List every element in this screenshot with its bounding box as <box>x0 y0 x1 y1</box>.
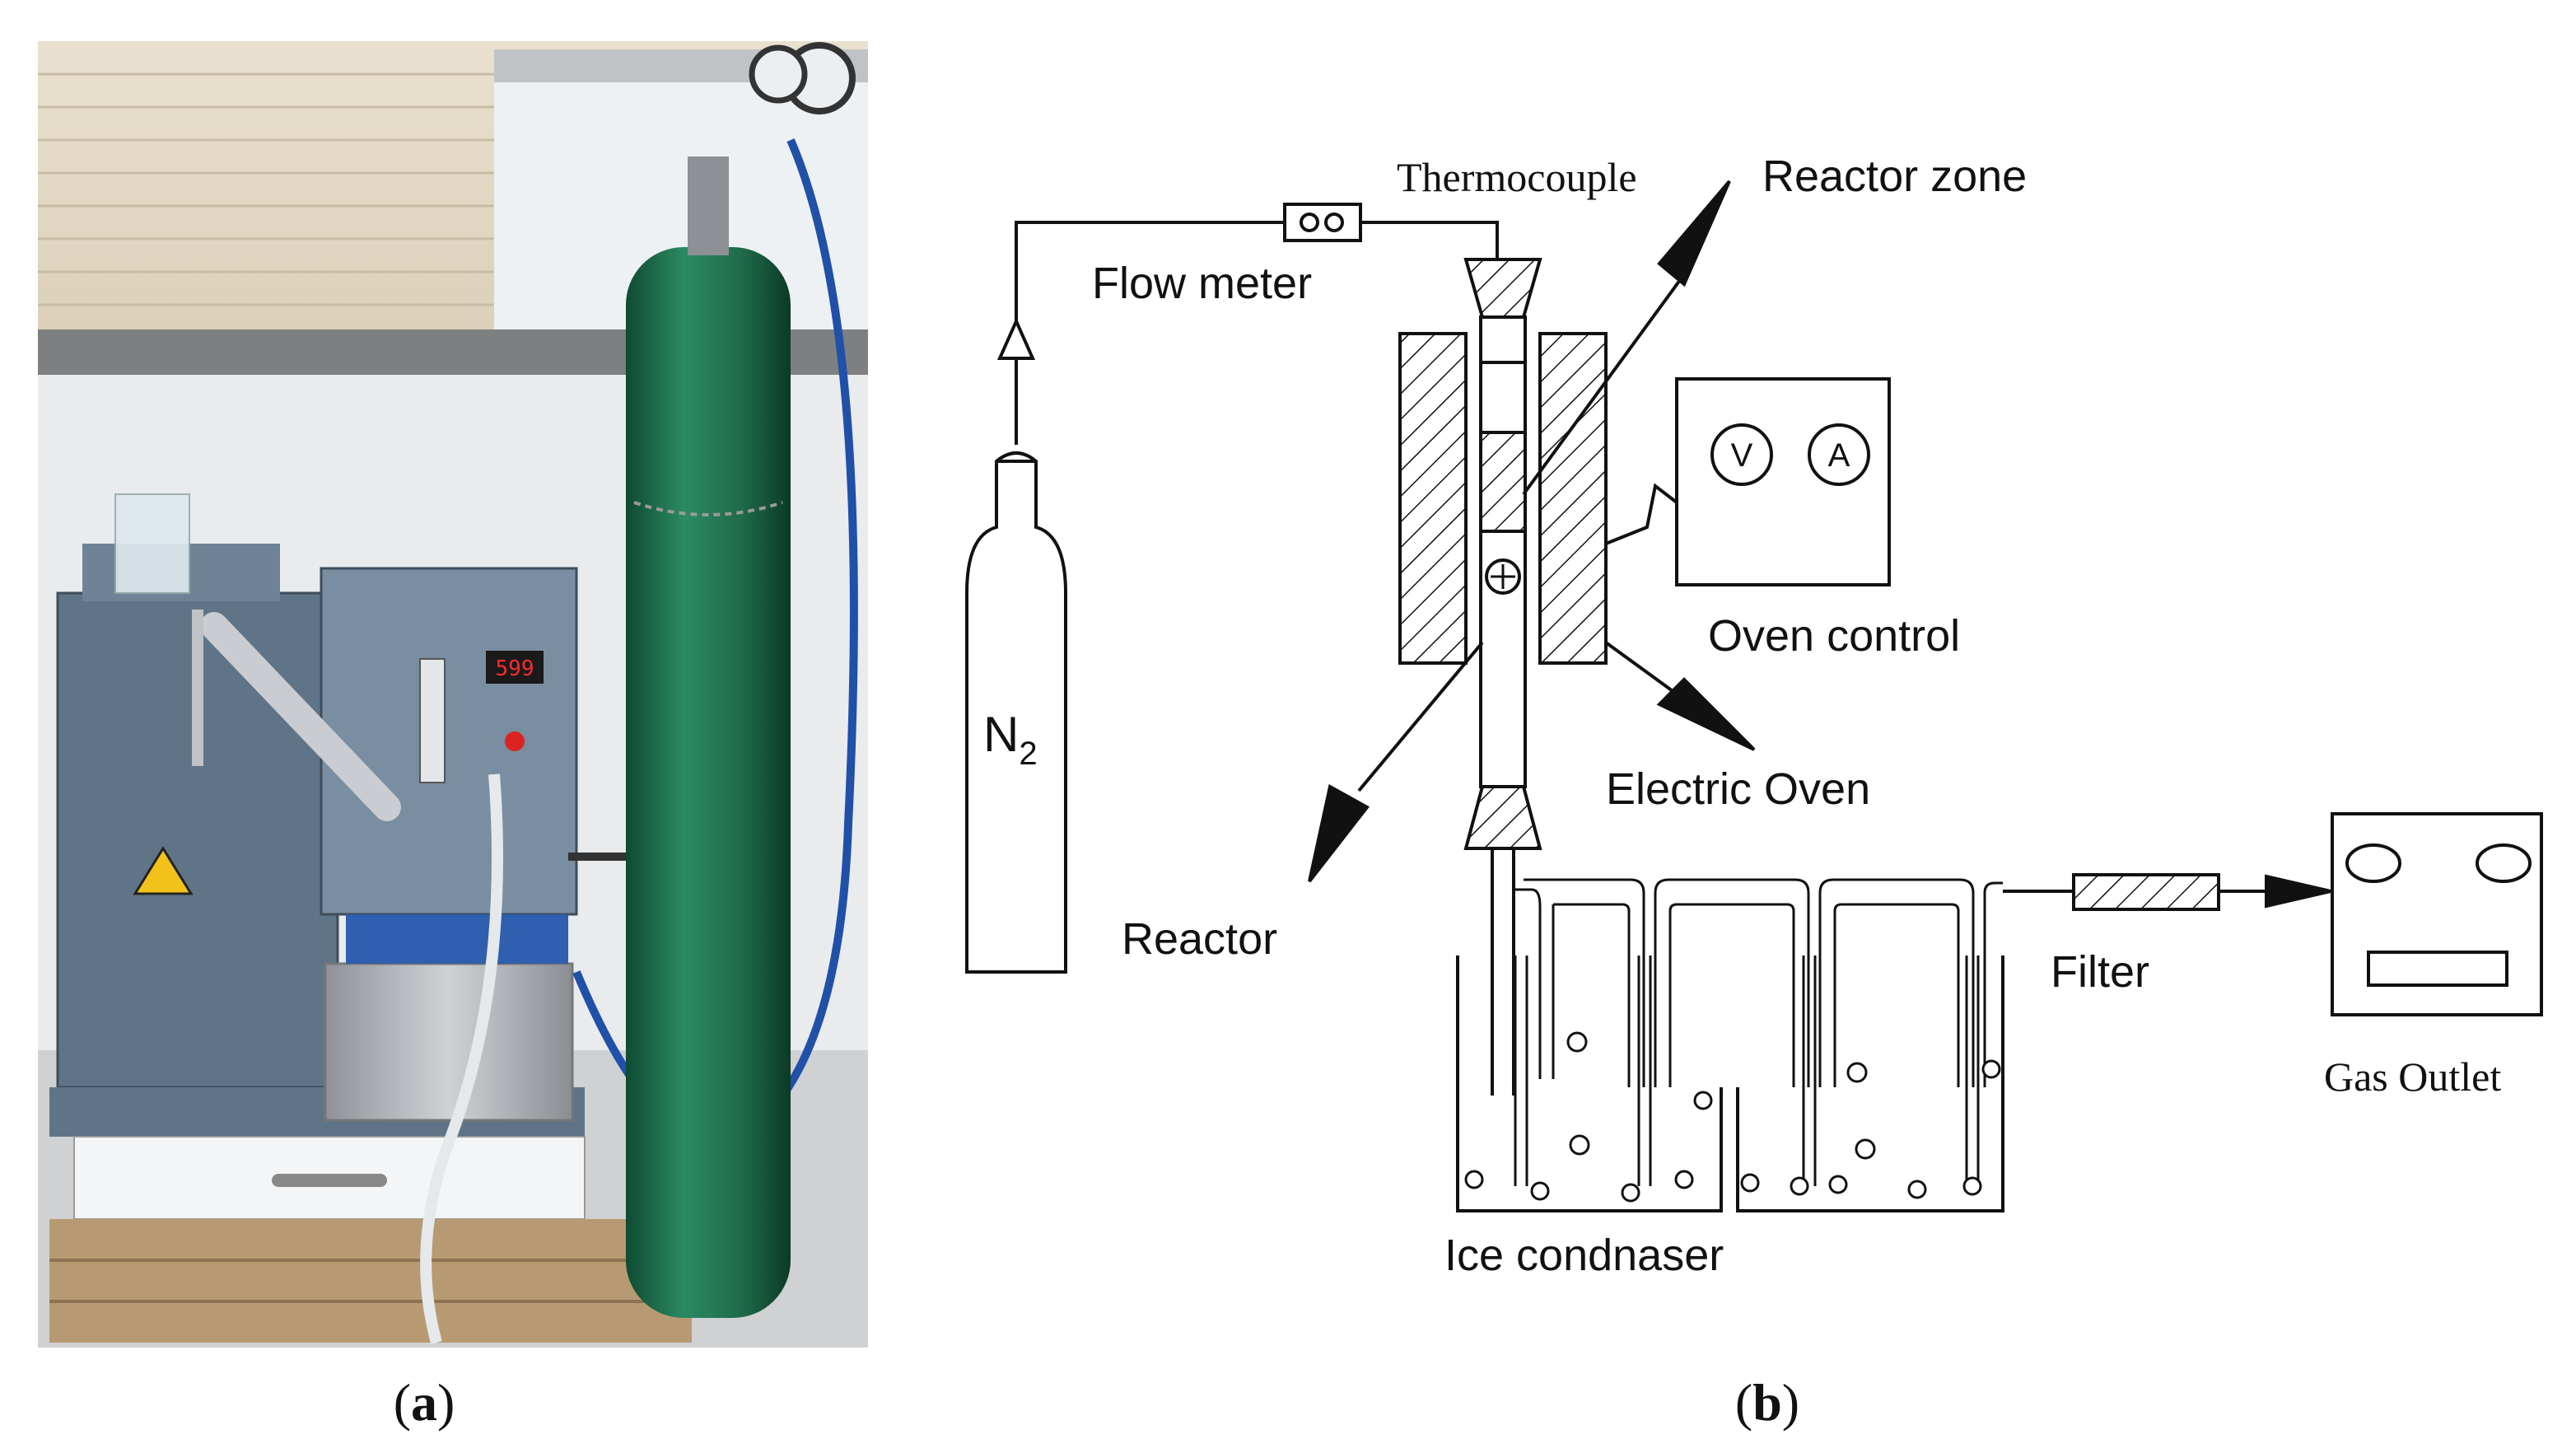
condenser-tube <box>200 612 401 821</box>
oven-control-box <box>1675 377 1891 586</box>
reactor-tube <box>1479 315 1527 788</box>
label-flow-meter: Flow meter <box>1092 259 1312 308</box>
feed-line-2 <box>1360 221 1499 259</box>
oven-arrow-icon <box>1656 677 1756 751</box>
flow-meter-gauge <box>419 658 446 783</box>
label-electric-oven: Electric Oven <box>1606 764 1870 814</box>
label-reactor-zone: Reactor zone <box>1762 152 2027 201</box>
schematic-labels: Thermocouple Reactor zone Flow meter Ove… <box>983 152 2501 1280</box>
label-oven-control: Oven control <box>1708 611 1960 661</box>
power-switch <box>505 731 525 751</box>
bath-flasks <box>346 914 568 964</box>
label-reactor: Reactor <box>1122 914 1277 964</box>
label-gas-outlet: Gas Outlet <box>2324 1054 2501 1100</box>
feed-line <box>1015 221 1285 445</box>
condenser-bath-right <box>1736 955 2004 1212</box>
ice-bubbles <box>1464 1031 2001 1203</box>
label-voltmeter: V <box>1731 437 1753 474</box>
control-cable <box>1605 483 1678 545</box>
display-reading: 599 <box>496 656 534 681</box>
reactor-top-cap <box>1463 258 1542 319</box>
reactor-bottom-cap <box>1463 785 1542 850</box>
temperature-display <box>486 651 544 684</box>
condenser-coil <box>1514 878 2003 1186</box>
label-ice-condenser: Ice condnaser <box>1444 1231 1724 1280</box>
blind-slats <box>38 72 494 306</box>
reactor-zone-arrow-icon <box>1657 180 1731 287</box>
caption-a: (a) <box>394 1373 455 1432</box>
ammeter-icon <box>1808 423 1870 486</box>
panel-b-schematic <box>965 180 2543 1212</box>
warning-icon <box>133 846 194 895</box>
flow-meter-ball-2 <box>1324 213 1344 232</box>
gas-cylinder <box>626 247 791 1318</box>
flow-meter-ball <box>1300 213 1319 232</box>
flow-meter-icon <box>1283 203 1362 242</box>
reactor-zone-bed <box>1479 431 1527 533</box>
drawer-handle <box>272 1174 387 1187</box>
pallet <box>49 1219 692 1343</box>
cylinder-valve <box>688 157 729 255</box>
oven-left-wall <box>1398 332 1468 665</box>
control-box <box>320 567 578 916</box>
reactor-pointer <box>1357 641 1484 792</box>
label-thermocouple: Thermocouple <box>1397 154 1637 200</box>
filter-icon <box>2072 873 2220 911</box>
beaker <box>114 493 190 594</box>
panel-a-photo: 599 <box>38 41 868 1348</box>
cylinder-chain <box>633 501 783 516</box>
label-filter: Filter <box>2051 947 2149 997</box>
gas-outlet-port-2 <box>2476 843 2532 883</box>
gas-outlet-port <box>2345 843 2401 883</box>
n2-cylinder <box>965 451 1067 974</box>
pressure-gauge-icon-2 <box>749 44 808 104</box>
ice-bath <box>324 962 574 1122</box>
label-n2: N2 <box>983 707 1038 772</box>
voltmeter-icon <box>1710 423 1773 486</box>
oven-right-wall <box>1538 332 1608 665</box>
reactor-arrow-icon <box>1308 783 1370 883</box>
check-valve-icon <box>996 317 1036 360</box>
outlet-hose <box>420 773 503 1344</box>
reactor-zone-pointer <box>1522 278 1682 496</box>
label-ammeter: A <box>1828 437 1850 474</box>
pallet-slats <box>49 1259 692 1303</box>
condenser-bath-left <box>1456 955 1723 1212</box>
outlet-arrow-icon <box>2265 874 2331 909</box>
caption-b: (b) <box>1735 1373 1799 1432</box>
gas-outlet-slot <box>2367 951 2508 987</box>
